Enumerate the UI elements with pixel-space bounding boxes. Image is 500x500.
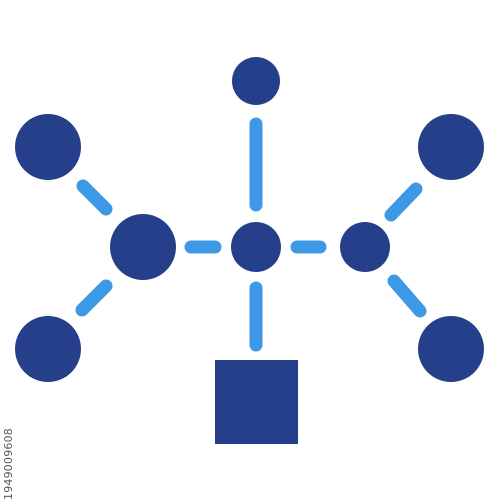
left-hub-node (110, 214, 176, 280)
upper-right-node (418, 114, 484, 180)
lower-left-node (15, 316, 81, 382)
connectors (75, 117, 427, 352)
root-square (215, 360, 298, 444)
lower-right-node (418, 316, 484, 382)
connector-lower-left (75, 279, 113, 317)
stock-id-watermark: 1949009608 (2, 428, 15, 500)
connector-lower-right (387, 274, 427, 318)
center-node (231, 222, 281, 272)
right-hub-node (340, 222, 390, 272)
upper-left-node (15, 114, 81, 180)
connector-upper-left (76, 179, 113, 216)
top-node (232, 57, 280, 105)
nodes (15, 57, 484, 382)
connector-upper-right (384, 182, 423, 222)
